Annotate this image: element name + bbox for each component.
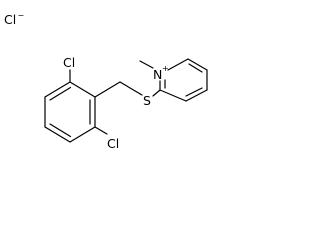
nitrogen-label: N [153,67,162,82]
chloride-ion-label: Cl [4,12,16,27]
benzene-bond-1 [44,81,71,98]
chlorine-top-label: Cl [63,55,75,70]
benzene-double-bond-2 [49,123,72,138]
pyridine-bond-6 [159,89,187,102]
molecule-structure: Cl − Cl Cl S N + [4,11,208,151]
pyridinium-ring [159,58,208,102]
ring-to-methylene-bond [94,81,121,98]
pyridine-bond-5 [185,89,208,102]
pyridine-bond-3 [187,58,208,71]
chloride-ion-charge: − [18,11,25,20]
pyridine-double-bond-1 [188,63,203,73]
benzene-bond-3 [44,126,71,143]
pyridine-double-bond-2 [185,87,203,97]
benzene-ring [44,81,96,143]
methyl-bond [139,60,154,69]
benzene-double-bond-1 [49,86,72,101]
benzene-bond-6 [69,81,96,98]
chlorine-bottom-label: Cl [107,136,119,151]
chlorine-bottom-bond [94,126,108,135]
nitrogen-charge: + [162,64,169,73]
sulfur-label: S [143,93,151,108]
benzene-bond-4 [69,126,96,143]
sulfur-to-pyridine-bond [152,89,161,97]
methylene-to-sulfur-bond [119,81,143,96]
pyridine-bond-2 [167,58,189,71]
